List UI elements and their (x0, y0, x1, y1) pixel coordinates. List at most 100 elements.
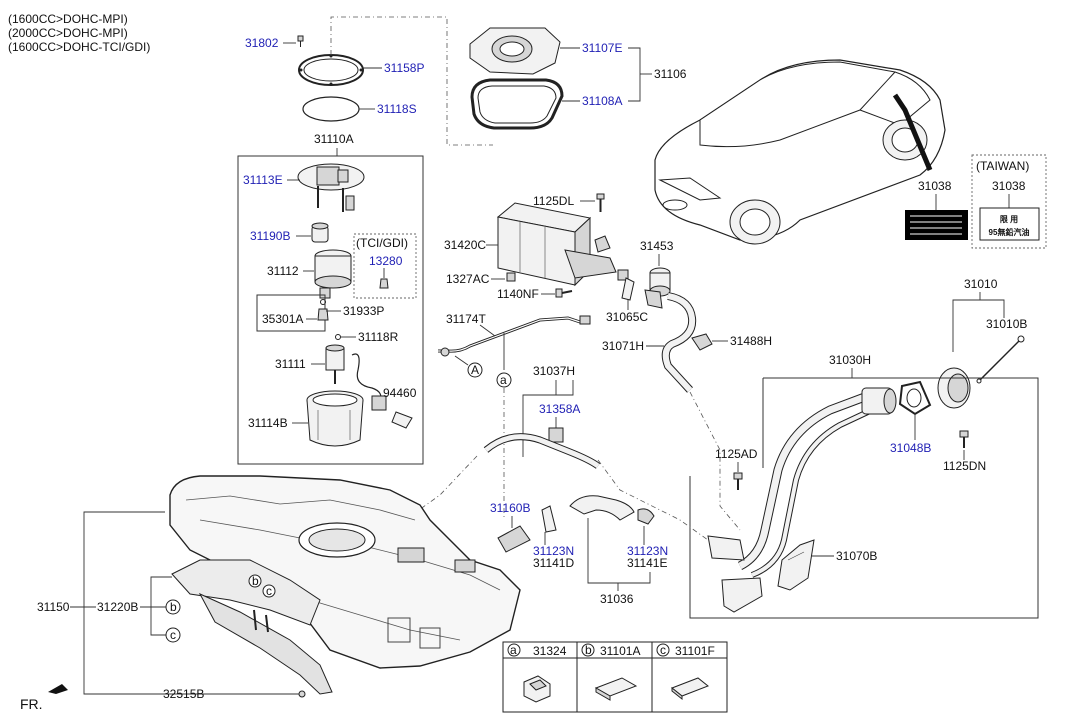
label-31802[interactable]: 31802 (245, 36, 279, 50)
label-31420c[interactable]: 31420C (444, 238, 486, 252)
label-13280[interactable]: 13280 (369, 254, 403, 268)
part-31048b-gasket (898, 380, 932, 416)
label-32515b[interactable]: 32515B (163, 687, 204, 701)
label-31065c[interactable]: 31065C (606, 310, 648, 324)
label-31114b[interactable]: 31114B (248, 416, 288, 430)
label-1125dn[interactable]: 1125DN (943, 459, 986, 473)
engine-variant-1: (1600CC>DOHC-MPI) (8, 12, 128, 26)
callout-b-on-tank[interactable] (248, 574, 262, 588)
label-31037h[interactable]: 31037H (533, 364, 575, 378)
label-1125dl[interactable]: 1125DL (533, 194, 574, 208)
label-31038-a[interactable]: 31038 (918, 179, 952, 193)
part-31070b-protector (777, 539, 815, 591)
label-1327ac[interactable]: 1327AC (446, 272, 490, 286)
taiwan-box (971, 154, 1047, 249)
label-31038-b[interactable]: 31038 (992, 179, 1026, 193)
taiwan-fuel-label (979, 207, 1040, 241)
label-31010[interactable]: 31010 (964, 277, 998, 291)
fuel-label-plate (905, 210, 968, 240)
pump-module-box (237, 155, 424, 465)
part-31112-filter (314, 249, 352, 299)
front-direction-label: FR. (20, 696, 43, 712)
label-31030h[interactable]: 31030H (829, 353, 871, 367)
part-31030h-filler-neck (707, 387, 897, 613)
legend-c-part[interactable]: 31101F (675, 644, 715, 658)
part-31158p-ring (298, 54, 364, 86)
label-1140nf[interactable]: 1140NF (497, 287, 539, 301)
label-31174t[interactable]: 31174T (446, 312, 486, 326)
part-1125dl-bolt (596, 193, 605, 212)
callout-c-on-tank[interactable] (262, 584, 276, 598)
label-31118s[interactable]: 31118S (377, 102, 417, 116)
label-31071h[interactable]: 31071H (602, 339, 644, 353)
part-13280-sensor (379, 278, 389, 289)
label-31933p[interactable]: 31933P (343, 304, 384, 318)
label-31048b[interactable]: 31048B (890, 441, 931, 455)
legend-a-part[interactable]: 31324 (533, 644, 567, 658)
part-31114b-reservoir (306, 390, 364, 447)
part-31108a-gasket (470, 78, 564, 130)
callout-c-left-label: c (170, 628, 176, 642)
part-1125ad-bolt (733, 472, 743, 490)
part-31123n-clamp-a (541, 505, 557, 533)
part-31150-fuel-tank (169, 475, 521, 669)
label-tci-gdi: (TCI/GDI) (356, 236, 408, 250)
label-31108a[interactable]: 31108A (582, 94, 622, 108)
label-31111[interactable]: 31111 (275, 357, 306, 371)
label-31358a[interactable]: 31358A (539, 402, 580, 416)
label-31113e[interactable]: 31113E (243, 173, 283, 187)
label-31158p[interactable]: 31158P (384, 61, 424, 75)
label-31141e[interactable]: 31141E (627, 556, 667, 570)
part-31220b-bands (171, 559, 333, 695)
legend-b-part[interactable]: 31101A (600, 644, 640, 658)
legend-table (502, 641, 728, 713)
label-31123n-a[interactable]: 31123N (533, 544, 574, 558)
part-1125dn-bolt (959, 430, 969, 448)
part-31118s-gasket (302, 96, 360, 122)
label-31123n-b[interactable]: 31123N (627, 544, 668, 558)
label-31220b[interactable]: 31220B (97, 600, 138, 614)
engine-variant-3: (1600CC>DOHC-TCI/GDI) (8, 40, 150, 54)
part-31802-bolt (297, 35, 304, 47)
label-31106[interactable]: 31106 (654, 67, 687, 81)
label-31110a[interactable]: 31110A (314, 132, 354, 146)
tci-gdi-box (353, 233, 417, 299)
part-35301a-valve (317, 308, 329, 321)
label-31453[interactable]: 31453 (640, 239, 674, 253)
part-31174t-connector (579, 315, 591, 325)
part-31065c-valve (617, 269, 635, 301)
taiwan-label-line1: 限 用 (1000, 215, 1018, 224)
label-31010b[interactable]: 31010B (986, 317, 1027, 331)
label-31141d[interactable]: 31141D (533, 556, 574, 570)
engine-variant-2: (2000CC>DOHC-MPI) (8, 26, 128, 40)
callout-b-on-tank-label: b (252, 574, 259, 588)
label-31160b[interactable]: 31160B (490, 501, 530, 515)
callout-c-left[interactable] (165, 627, 181, 643)
label-31036[interactable]: 31036 (600, 592, 634, 606)
label-31118r[interactable]: 31118R (358, 330, 399, 344)
callout-a-label: a (500, 373, 507, 387)
taiwan-label-line2: 95無鉛汽油 (989, 227, 1030, 237)
label-1125ad[interactable]: 1125AD (715, 447, 758, 461)
label-31150[interactable]: 31150 (37, 600, 70, 614)
label-31107e[interactable]: 31107E (582, 41, 622, 55)
part-32515b-clip (298, 690, 306, 698)
callout-A[interactable] (467, 362, 483, 378)
callout-A-label: A (471, 363, 479, 377)
label-31112[interactable]: 31112 (267, 264, 299, 278)
part-31010-cap (937, 367, 971, 409)
label-31070b[interactable]: 31070B (836, 549, 877, 563)
part-1140nf-bolt (555, 288, 573, 298)
label-35301a[interactable]: 35301A (262, 312, 303, 326)
callout-a[interactable] (496, 372, 512, 388)
part-1327ac-nut (506, 272, 516, 282)
part-31358a-clip (548, 427, 564, 443)
callout-b-left[interactable] (165, 599, 181, 615)
part-31190b-regulator (311, 222, 329, 243)
label-31488h[interactable]: 31488H (730, 334, 772, 348)
part-31036-filler-hose (569, 495, 635, 521)
label-31190b[interactable]: 31190B (250, 229, 290, 243)
part-31420c-canister (496, 202, 617, 287)
label-94460[interactable]: 94460 (383, 386, 417, 400)
